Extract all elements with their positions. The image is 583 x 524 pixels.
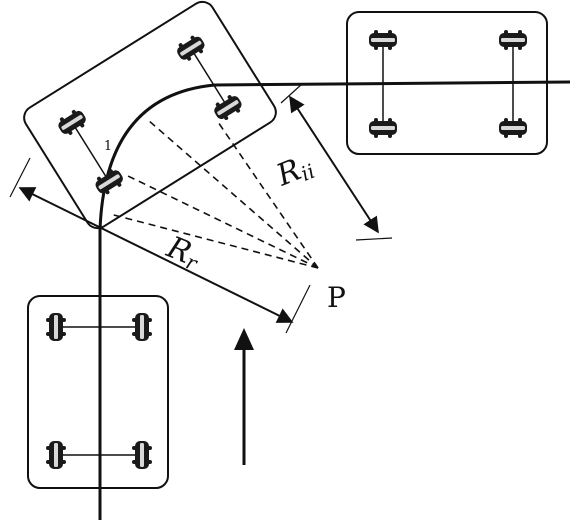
index-mark: 1 — [104, 139, 112, 154]
vehicle-turning — [23, 0, 277, 230]
arrow-up-icon — [234, 328, 254, 465]
extension-lines — [9, 83, 393, 334]
vehicle-top-right — [346, 11, 548, 155]
dimension-arrow-rr — [18, 187, 294, 323]
label-point-p: P — [327, 281, 346, 314]
vehicle-bottom-left — [27, 295, 169, 489]
label-rii: Rii — [271, 148, 318, 195]
radius-lines — [109, 119, 319, 269]
dimension-arrow-rii — [289, 95, 379, 234]
